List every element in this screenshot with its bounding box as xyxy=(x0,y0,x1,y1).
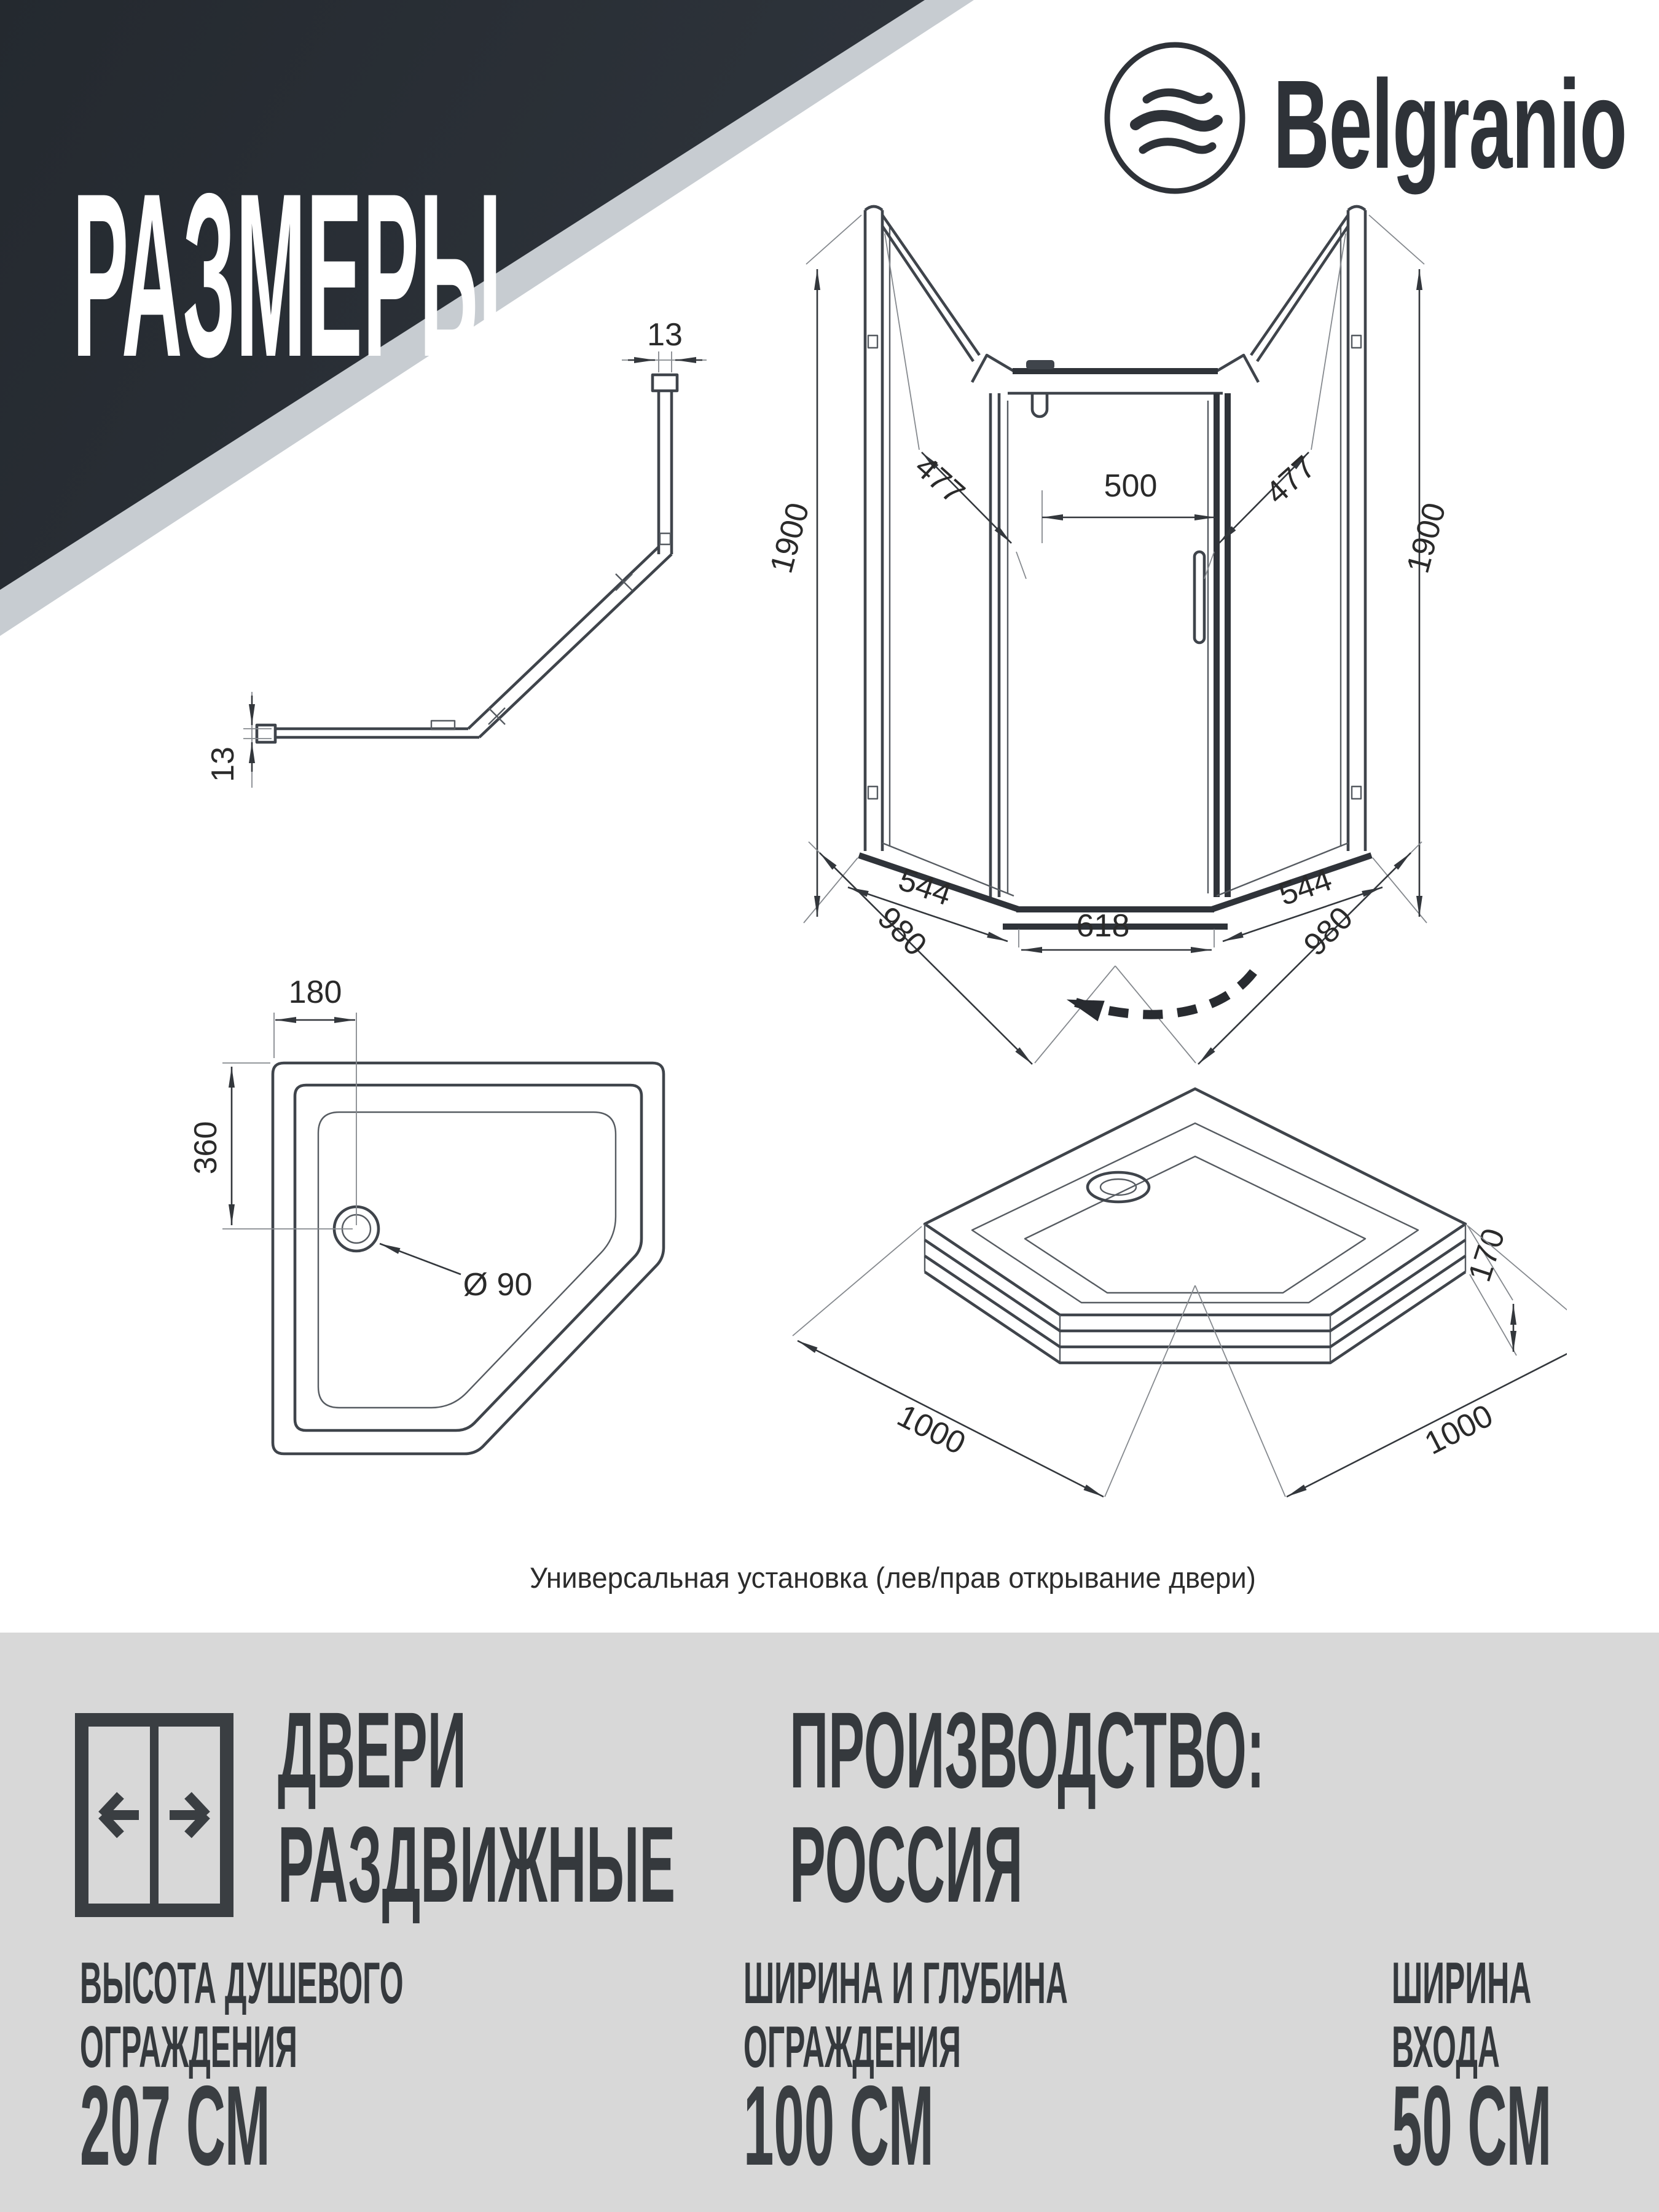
spec-height-line2: ОГРАЖДЕНИЯ xyxy=(80,2014,297,2080)
info-band xyxy=(0,1633,1659,2212)
spec-height-label: ВЫСОТА ДУШЕВОГО ОГРАЖДЕНИЯ xyxy=(80,1951,404,2079)
door-handle xyxy=(1193,550,1206,645)
wall-profile-drawing: 13 13 xyxy=(205,317,707,788)
dim-drain-offset-x: 180 xyxy=(289,975,342,1010)
drain-iso xyxy=(1086,1171,1151,1204)
dim-height-left: 1900 xyxy=(764,499,817,577)
feature-doors-line1: ДВЕРИ xyxy=(278,1690,466,1811)
tray-plan-drawing: Ø 90 360 180 xyxy=(188,975,665,1456)
dim-plan-right: 980 xyxy=(1297,900,1360,963)
spec-width-depth-line1: ШИРИНА И ГЛУБИНА xyxy=(743,1950,1068,2016)
dim-profile-bottom: 13 xyxy=(205,747,241,782)
spec-entry-width-label: ШИРИНА ВХОДА xyxy=(1392,1951,1531,2079)
page-title: РАЗМЕРЫ xyxy=(73,144,503,406)
universal-install-caption: Универсальная установка (лев/прав открыв… xyxy=(530,1561,1256,1594)
dim-panel-top-right: 477 xyxy=(1259,449,1322,511)
spec-entry-width-line1: ШИРИНА xyxy=(1392,1950,1532,2016)
dim-height-right: 1900 xyxy=(1400,499,1453,577)
feature-production: ПРОИЗВОДСТВО: РОССИЯ xyxy=(790,1693,1265,1922)
dim-profile-top: 13 xyxy=(647,317,683,353)
door-swing-arrow xyxy=(1066,969,1257,1022)
spec-width-depth-label: ШИРИНА И ГЛУБИНА ОГРАЖДЕНИЯ xyxy=(743,1951,1068,2079)
dim-drain-offset-y: 360 xyxy=(188,1121,224,1175)
spec-height-line1: ВЫСОТА ДУШЕВОГО xyxy=(80,1950,404,2016)
feature-production-line2: РОССИЯ xyxy=(790,1805,1023,1925)
spec-entry-width-value: 50 СМ xyxy=(1392,2063,1552,2189)
feature-production-line1: ПРОИЗВОДСТВО: xyxy=(790,1690,1265,1811)
brand-name: Belgranio xyxy=(1273,54,1627,195)
tray-iso-drawing: 170 1000 1000 xyxy=(792,1087,1567,1498)
spec-height-value: 207 СМ xyxy=(80,2063,270,2189)
dim-tray-side-right: 1000 xyxy=(1419,1398,1499,1462)
dim-drain-diameter: Ø 90 xyxy=(463,1267,533,1303)
feature-doors: ДВЕРИ РАЗДВИЖНЫЕ xyxy=(278,1693,675,1922)
spec-width-depth-value: 100 СМ xyxy=(743,2063,934,2189)
feature-doors-line2: РАЗДВИЖНЫЕ xyxy=(278,1805,676,1925)
brand-waves-icon xyxy=(1104,42,1245,194)
dim-tray-height: 170 xyxy=(1462,1225,1512,1286)
dimension-drawings: 13 13 xyxy=(188,205,1567,1498)
dim-panel-top-left: 477 xyxy=(908,449,971,511)
sliding-doors-icon xyxy=(75,1713,233,1917)
dim-front-bottom-width: 618 xyxy=(1077,908,1130,944)
top-roller-knob xyxy=(1026,360,1054,369)
spec-entry-width-line2: ВХОДА xyxy=(1392,2014,1500,2080)
spec-width-depth-line2: ОГРАЖДЕНИЯ xyxy=(743,2014,961,2080)
dim-tray-side-left: 1000 xyxy=(892,1398,971,1462)
dim-plan-left: 980 xyxy=(871,900,933,963)
enclosure-front-drawing: 1900 1900 477 477 500 544 544 980 980 61… xyxy=(764,205,1453,1065)
dim-door-width: 500 xyxy=(1104,468,1158,504)
